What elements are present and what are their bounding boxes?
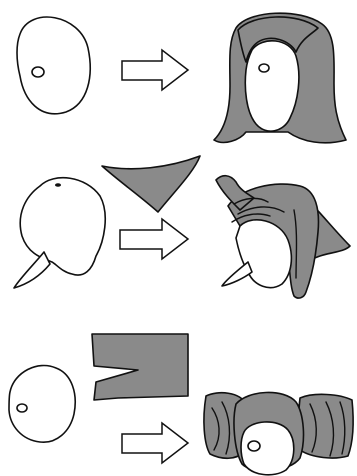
head-with-long-hair: [214, 13, 346, 143]
rectangular-cloth: [92, 334, 188, 400]
arrow-right-icon: [120, 219, 188, 259]
ear-icon: [32, 67, 44, 77]
nose: [14, 252, 50, 288]
head-front-2: [9, 365, 75, 442]
nose: [222, 262, 252, 286]
ear-icon: [259, 64, 269, 72]
row-3: [9, 334, 353, 475]
head-side-with-nose: [14, 178, 105, 288]
row-2: [14, 156, 350, 298]
ear-icon: [17, 404, 27, 412]
arrow-right-icon: [122, 50, 188, 90]
crown-mark: [55, 183, 61, 187]
head-front-1: [17, 17, 90, 114]
triangle-scarf: [102, 156, 200, 212]
head-with-puffy-bow: [204, 392, 353, 474]
arrow-right-icon: [122, 423, 188, 463]
ear-icon: [248, 441, 260, 451]
head-wrapped-in-scarf: [216, 176, 350, 298]
row-1: [17, 13, 346, 143]
face: [245, 41, 299, 131]
